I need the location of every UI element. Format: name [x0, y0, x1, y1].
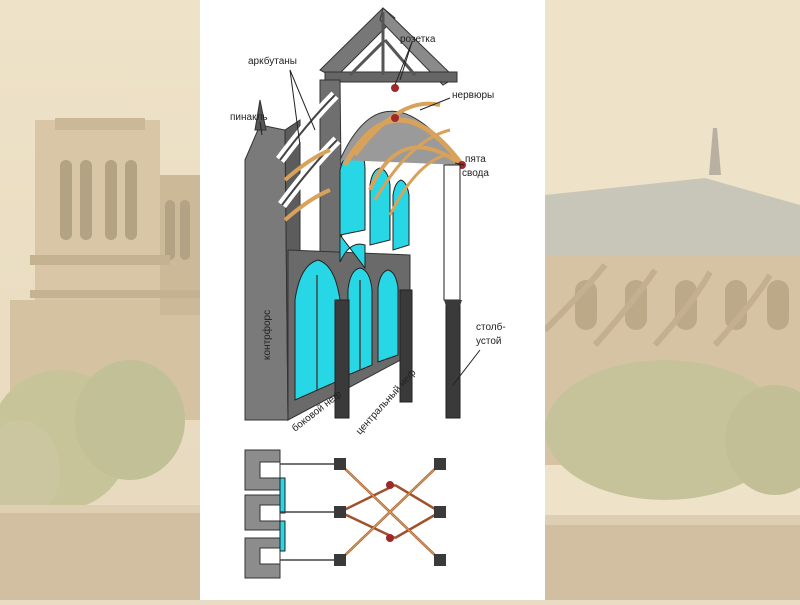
cathedral-facade-photo — [0, 0, 200, 600]
diagram-svg: розетка аркбутаны нервюры пинакль пята с… — [230, 7, 506, 579]
leader-lines — [259, 41, 481, 386]
vault — [339, 84, 466, 216]
label-nervyury: нервюры — [452, 90, 494, 101]
roof-truss — [319, 7, 458, 86]
label-pinakl: пинакль — [230, 112, 268, 123]
pillars — [334, 164, 462, 419]
keystone-boss — [391, 84, 399, 92]
cathedral-apse-photo — [545, 0, 800, 600]
pinnacle-shape — [254, 99, 267, 131]
label-pyata-line1: пята — [465, 154, 486, 165]
clerestory-windows — [339, 147, 410, 270]
label-kontrfors: контрфорс — [261, 310, 273, 360]
label-rozetka: розетка — [400, 34, 436, 45]
label-stolb-line1: столб- — [476, 321, 506, 333]
rib-boss — [391, 114, 399, 122]
label-pyata-line2: свода — [462, 168, 489, 179]
label-stolb-line2: устой — [476, 336, 502, 347]
gothic-structure-diagram: розетка аркбутаны нервюры пинакль пята с… — [200, 0, 545, 600]
main-pillar — [445, 297, 461, 419]
flying-buttresses — [276, 91, 341, 222]
floor-plan — [244, 449, 446, 579]
label-arkbutany: аркбутаны — [248, 55, 297, 67]
